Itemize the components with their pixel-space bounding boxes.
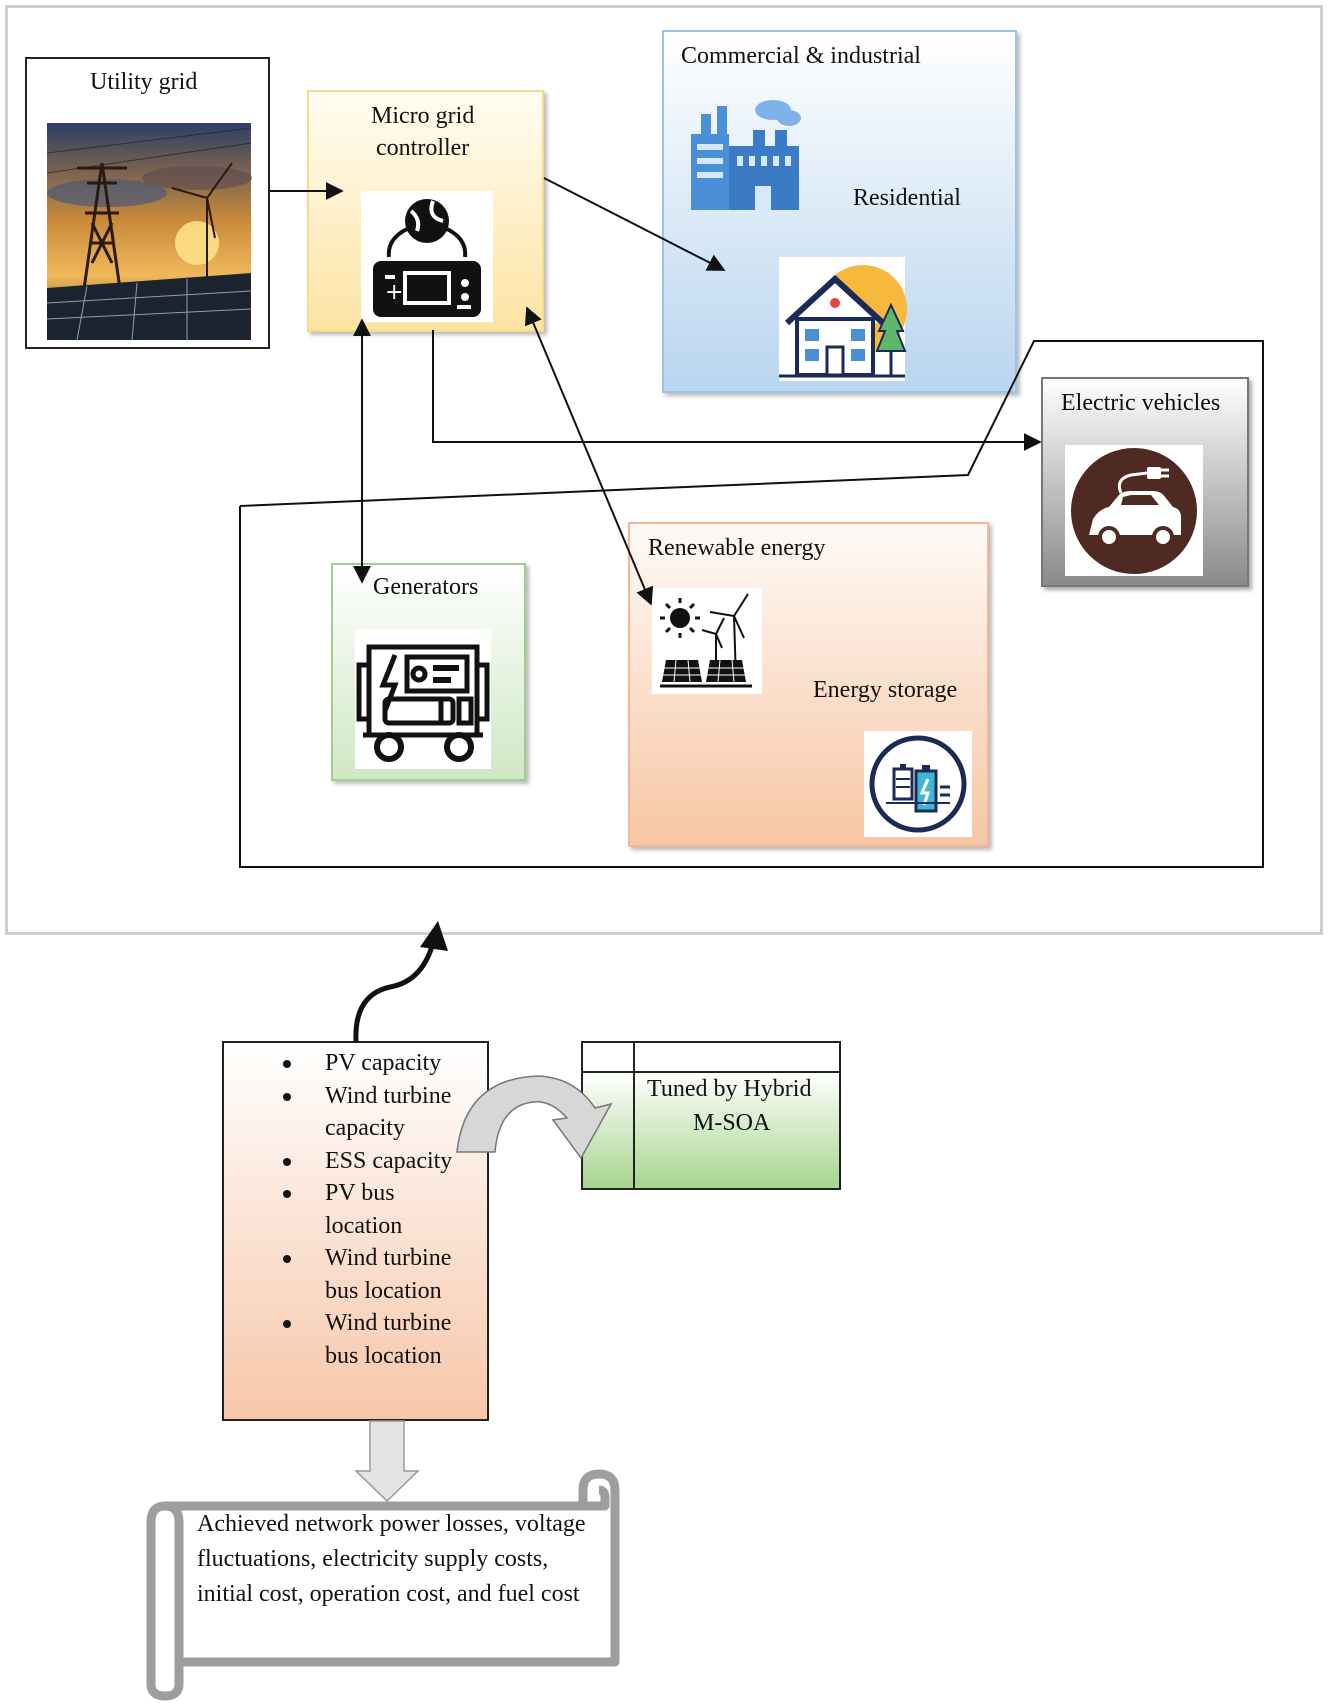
table-divider: [633, 1043, 635, 1188]
renewable-storage-box: Renewable energy: [628, 522, 989, 847]
utility-grid-label: Utility grid: [90, 69, 198, 95]
microgrid-controller-box: Micro grid controller +: [307, 90, 544, 332]
arrow-controller-to-loads: [543, 177, 726, 271]
arrow-controller-to-ev: [432, 330, 1042, 451]
controller-label-line1: Micro grid: [371, 103, 475, 129]
bullet-icon: [283, 1157, 291, 1166]
optimizer-label-line2: M-SOA: [693, 1110, 771, 1136]
commercial-label: Commercial & industrial: [681, 43, 921, 69]
down-arrow: [354, 1420, 420, 1503]
ev-icon-tile: [1065, 445, 1203, 576]
parameter-item: ESS capacity: [224, 1145, 595, 1178]
result-line2: fluctuations, electricity supply costs,: [197, 1546, 549, 1572]
factory-icon: [691, 100, 801, 210]
optimize-arrow: [353, 921, 448, 1042]
renewable-label: Renewable energy: [648, 535, 826, 561]
electric-vehicles-box: Electric vehicles: [1041, 377, 1249, 587]
generator-icon-tile: [355, 629, 491, 769]
parameter-item: PV capacity: [224, 1047, 595, 1080]
bullet-icon: [283, 1320, 291, 1328]
ev-label: Electric vehicles: [1061, 390, 1221, 416]
optimizer-box: Tuned by Hybrid M-SOA: [581, 1041, 841, 1190]
svg-text:+: +: [385, 280, 403, 305]
commercial-residential-box: Commercial & industrial Residential: [662, 30, 1017, 393]
result-scroll-shape: [146, 1469, 620, 1701]
result-line1: Achieved network power losses, voltage: [197, 1511, 586, 1537]
bullet-icon: [283, 1255, 291, 1263]
residential-icon-tile: [779, 257, 907, 381]
solar-wind-icon: [660, 593, 752, 688]
generators-label: Generators: [373, 574, 479, 600]
controller-device-icon: +: [373, 199, 481, 317]
table-rule: [583, 1071, 839, 1073]
controller-label-line2: controller: [376, 135, 470, 161]
renewable-icon-tile: [652, 588, 762, 694]
generator-icon: [356, 644, 490, 762]
utility-grid-box: Utility grid: [25, 57, 270, 349]
optimizer-label-line1: Tuned by Hybrid: [647, 1076, 812, 1102]
energy-storage-label: Energy storage: [813, 677, 958, 703]
distributed-resources-boundary: [239, 340, 1264, 868]
bullet-icon: [283, 1092, 291, 1101]
arrow-controller-renewable: [524, 306, 654, 606]
bullet-icon: [283, 1190, 291, 1198]
bullet-icon: [283, 1060, 291, 1068]
house-icon: [779, 265, 907, 378]
battery-storage-icon: [869, 735, 967, 833]
residential-label: Residential: [853, 185, 961, 211]
result-line3: initial cost, operation cost, and fuel c…: [197, 1581, 580, 1607]
utility-grid-photo: [46, 123, 252, 341]
electric-car-icon: [1071, 448, 1197, 574]
storage-icon-tile: [864, 731, 972, 837]
tuning-curved-arrow: [456, 1075, 613, 1160]
connector-layer: [239, 177, 1264, 868]
system-frame: [5, 5, 1323, 935]
controller-icon-tile: +: [361, 191, 493, 322]
generators-box: Generators: [331, 563, 526, 781]
